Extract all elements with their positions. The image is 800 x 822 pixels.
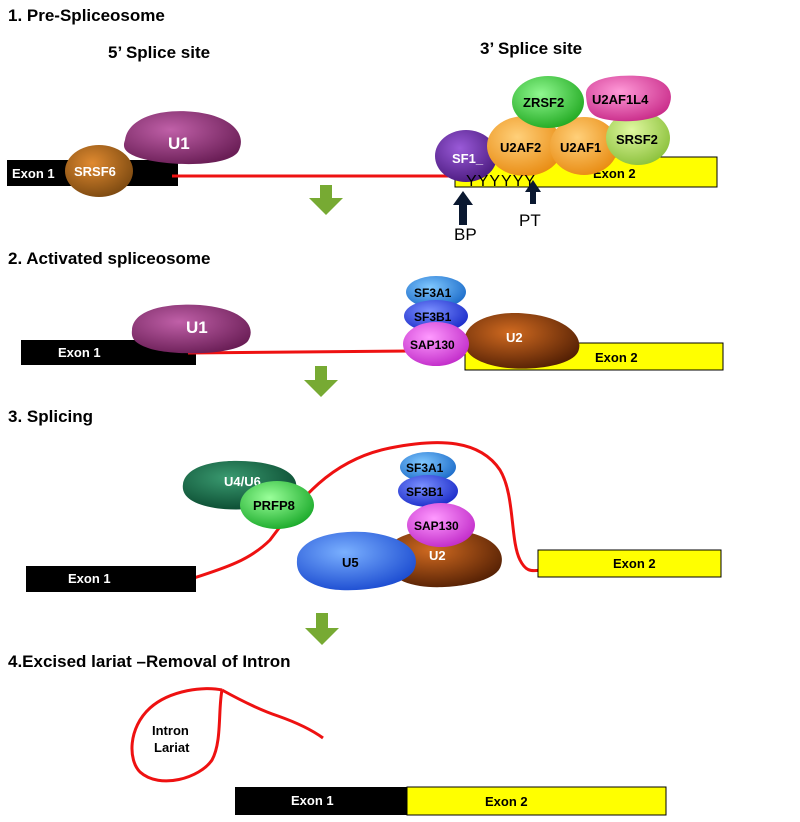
stage1-title: 1. Pre-Spliceosome	[8, 6, 165, 25]
three-prime-splice-site-label: 3’ Splice site	[480, 39, 582, 58]
stage4-title: 4.Excised lariat –Removal of Intron	[8, 652, 290, 671]
stage3-prfp8-label: PRFP8	[253, 498, 295, 513]
stage-arrow-1-icon	[309, 185, 343, 215]
stage3-exon1	[26, 566, 196, 592]
intron-lariat-label-line1: Intron	[152, 723, 189, 738]
pt-label: PT	[519, 211, 541, 230]
stage4-exon1-label: Exon 1	[291, 793, 334, 808]
stage2-u2-blob	[464, 312, 580, 369]
stage1-u2af1l4-blob	[585, 75, 671, 122]
stage2-sf3b1-blob	[404, 300, 468, 332]
stage1-u1-blob	[123, 111, 241, 165]
stage3-prfp8-blob	[240, 481, 314, 529]
stage3-title: 3. Splicing	[8, 407, 93, 426]
stage3-sf3a1-label: SF3A1	[406, 461, 444, 475]
stage3-u4u6-label: U4/U6	[224, 474, 261, 489]
stage2-title: 2. Activated spliceosome	[8, 249, 211, 268]
stage1-u1-label: U1	[168, 134, 190, 153]
stage2-sap130-label: SAP130	[410, 338, 455, 352]
stage1-sf1-blob	[435, 130, 497, 182]
stage2-sf3a1-blob	[406, 276, 466, 308]
stage3-sap130-blob	[407, 503, 475, 547]
stage1-sf1-label: SF1_	[452, 151, 484, 166]
stage3-exon1-label: Exon 1	[68, 571, 111, 586]
stage2-intron-line	[187, 349, 413, 355]
pyrimidine-tract-label: YYYYYY	[466, 173, 536, 190]
stage1-exon1-label: Exon 1	[12, 166, 55, 181]
stage1-exon2-label: Exon 2	[593, 166, 636, 181]
stage3-u5-blob	[296, 531, 416, 591]
stage2-u1-label: U1	[186, 318, 208, 337]
stage1-srsf6-label: SRSF6	[74, 164, 116, 179]
stage1-u2af1l4-label: U2AF1L4	[592, 92, 649, 107]
stage1-zrsf2-label: ZRSF2	[523, 95, 564, 110]
stage4-exon2-label: Exon 2	[485, 794, 528, 809]
stage1-srsf2-label: SRSF2	[616, 132, 658, 147]
stage1-u2af1-label: U2AF1	[560, 140, 601, 155]
stage4-exon1	[235, 787, 407, 815]
stage1-srsf2-blob	[606, 111, 670, 165]
stage3-u5-label: U5	[342, 555, 359, 570]
stage-arrow-3-icon	[305, 613, 339, 645]
stage2-exon1-label: Exon 1	[58, 345, 101, 360]
stage3-intron-loop	[193, 441, 541, 580]
stage2-u1-blob	[131, 304, 251, 354]
stage2-u2-label: U2	[506, 330, 523, 345]
five-prime-splice-site-label: 5’ Splice site	[108, 43, 210, 62]
pt-arrow-icon	[525, 180, 541, 204]
stage2-sap130-blob	[403, 322, 469, 366]
stage1-srsf6-blob	[65, 145, 133, 197]
stage2-sf3a1-label: SF3A1	[414, 286, 452, 300]
stage2-sf3b1-label: SF3B1	[414, 310, 452, 324]
intron-lariat-label-line2: Lariat	[154, 740, 190, 755]
stage3-exon2	[537, 549, 722, 578]
stage3-exon2-label: Exon 2	[613, 556, 656, 571]
stage3-sf3b1-label: SF3B1	[406, 485, 444, 499]
stage1-u2af2-blob	[487, 116, 563, 176]
stage1-zrsf2-blob	[512, 76, 584, 128]
stage1-u2af2-label: U2AF2	[500, 140, 541, 155]
stage3-u2-label: U2	[429, 548, 446, 563]
stage1-u2af1-blob	[550, 117, 618, 175]
bp-arrow-icon	[453, 191, 473, 225]
stage3-sf3b1-blob	[398, 475, 458, 507]
stage3-u2-blob	[384, 529, 502, 588]
intron-lariat-loop	[130, 687, 324, 783]
stage4-exon2	[406, 786, 667, 816]
bp-label: BP	[454, 225, 477, 244]
stage2-exon2-label: Exon 2	[595, 350, 638, 365]
stage3-sf3a1-blob	[400, 452, 456, 482]
stage3-sap130-label: SAP130	[414, 519, 459, 533]
stage-arrow-2-icon	[304, 366, 338, 397]
